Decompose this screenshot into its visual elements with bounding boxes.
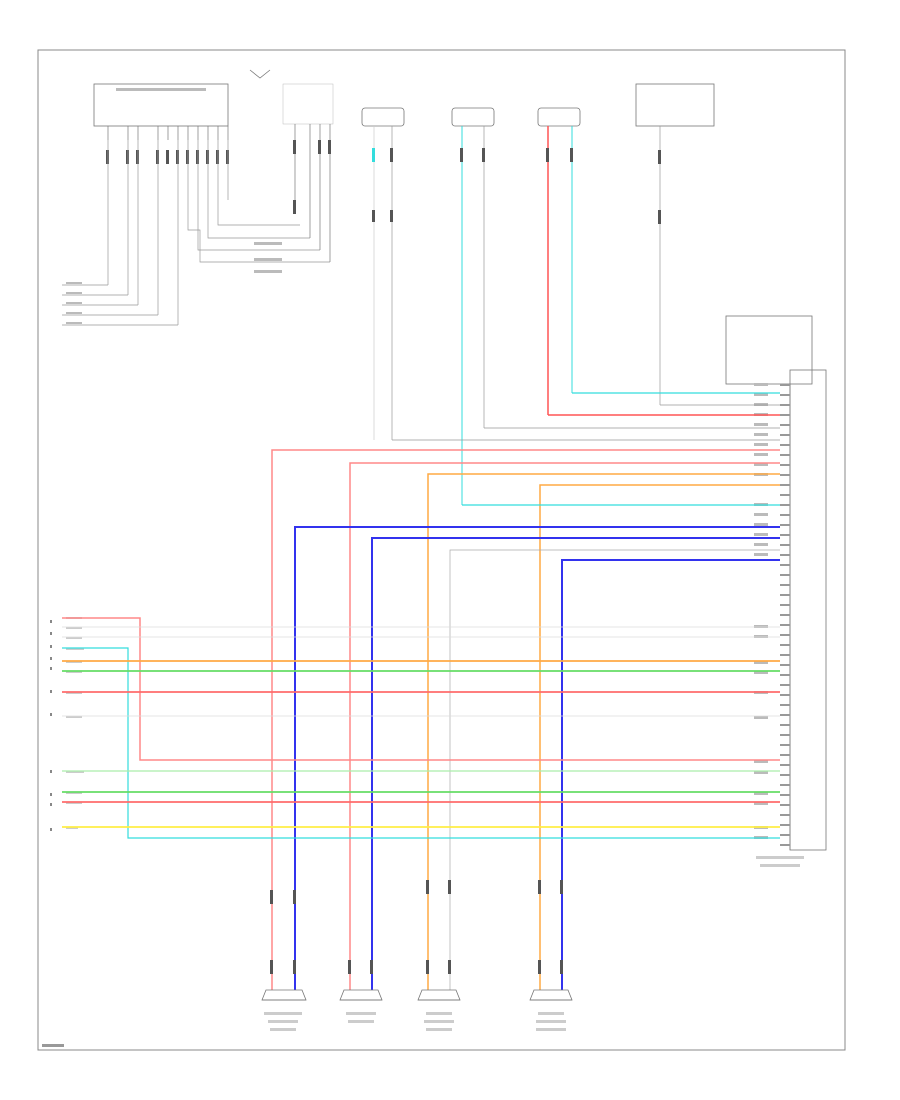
- speaker-icon: [261, 989, 307, 1001]
- wire-cyan-bus: [62, 647, 780, 839]
- wire-pink-bus-upper: [62, 617, 780, 761]
- module-top-right: [635, 83, 715, 405]
- connector-block-right: [725, 315, 827, 867]
- speaker-icon: [339, 989, 383, 1001]
- wire-blue-1: [294, 526, 780, 990]
- wire-blue-2: [371, 537, 780, 990]
- wire-orange-1: [427, 473, 780, 990]
- wire-orange-2: [539, 484, 780, 990]
- antenna-module: [249, 69, 334, 273]
- speaker-4: [529, 880, 573, 1031]
- wire-blue-3: [561, 559, 780, 990]
- speaker-2: [339, 960, 383, 1023]
- speaker-icon: [529, 989, 573, 1001]
- speaker-3: [417, 880, 461, 1031]
- speaker-1: [261, 890, 307, 1031]
- connector-top-3: [537, 107, 581, 415]
- bus-left-labels: [50, 617, 84, 831]
- wire-pink-1: [271, 449, 780, 990]
- footer-mark: [42, 1044, 64, 1047]
- wire-gray-4: [449, 549, 780, 990]
- connector-top-2: [451, 107, 495, 505]
- diagram-border: [37, 49, 846, 1051]
- control-unit-top-left: [62, 83, 330, 326]
- speaker-icon: [417, 989, 461, 1001]
- connector-top-1: [361, 107, 405, 440]
- wire-pink-2: [349, 462, 780, 990]
